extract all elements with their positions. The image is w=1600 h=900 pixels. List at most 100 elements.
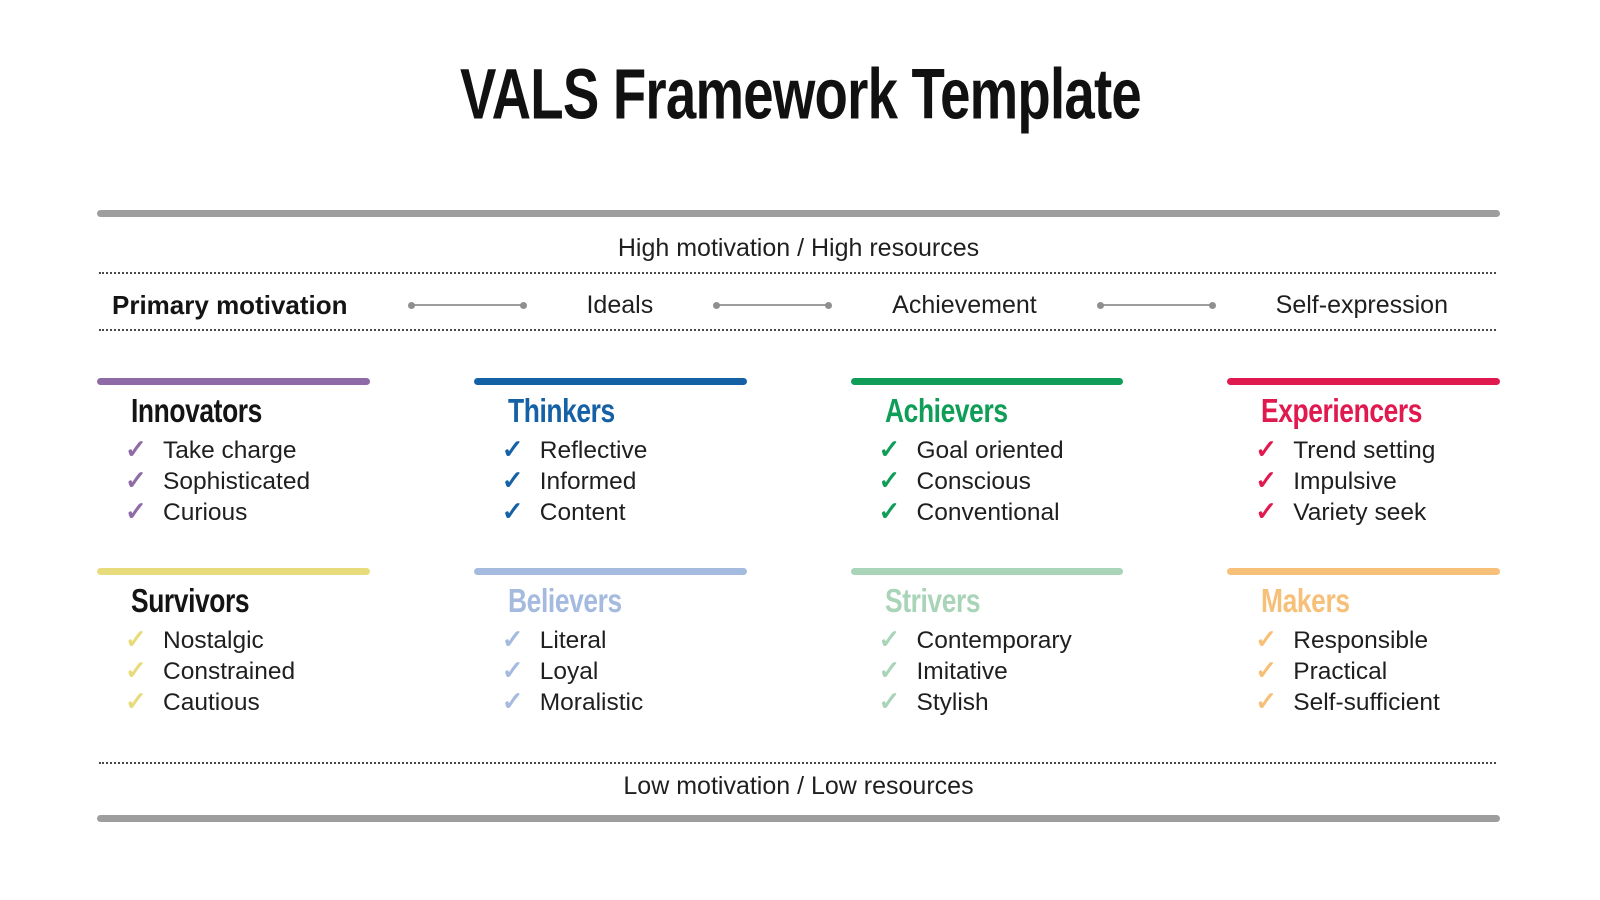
trait-item: ✓ Imitative <box>879 655 1124 686</box>
trait-list: ✓ Trend setting ✓ Impulsive ✓ Variety seek <box>1255 434 1500 527</box>
check-icon: ✓ <box>125 623 147 654</box>
primary-motivation-row: Primary motivation Ideals Achievement Se… <box>97 288 1500 322</box>
trait-item: ✓ Sophisticated <box>125 465 370 496</box>
trait-label: Sophisticated <box>163 467 311 495</box>
trait-label: Practical <box>1293 657 1388 685</box>
trait-label: Literal <box>539 626 607 654</box>
trait-label: Contemporary <box>916 626 1072 654</box>
segment-title: Believers <box>507 582 622 619</box>
trait-list: ✓Goal oriented ✓ Conscious ✓Conventional <box>879 434 1124 527</box>
segment-card-makers: Makers ✓Responsible ✓ Practical ✓ Self-suf… <box>1227 568 1500 758</box>
top-rule <box>97 210 1500 217</box>
segment-accent-bar <box>1227 378 1500 385</box>
check-icon: ✓ <box>1255 433 1278 464</box>
check-icon: ✓ <box>125 654 147 685</box>
segment-title: Experiencers <box>1261 392 1423 429</box>
trait-list: ✓ Contemporary ✓ Imitative ✓ Stylish <box>879 624 1124 717</box>
trait-item: ✓Constrained <box>125 655 370 686</box>
trait-label: Variety seek <box>1293 498 1427 526</box>
trait-list: ✓ Literal ✓Loyal ✓ Moralistic <box>502 624 747 717</box>
trait-item: ✓ Contemporary <box>879 624 1124 655</box>
trait-label: Responsible <box>1293 626 1429 654</box>
segment-title: Thinkers <box>507 392 615 429</box>
trait-label: Impulsive <box>1293 467 1397 495</box>
trait-list: ✓ Take charge ✓ Sophisticated ✓ Curious <box>125 434 370 527</box>
check-icon: ✓ <box>878 654 901 685</box>
check-icon: ✓ <box>501 623 524 654</box>
trait-item: ✓ Trend setting <box>1255 434 1500 465</box>
trait-label: Moralistic <box>539 688 644 716</box>
trait-item: ✓ Moralistic <box>502 686 747 717</box>
dotted-divider-lower <box>99 762 1496 764</box>
trait-item: ✓Informed <box>502 465 747 496</box>
check-icon: ✓ <box>878 685 901 716</box>
trait-item: ✓ Practical <box>1255 655 1500 686</box>
connector-line <box>1096 301 1216 309</box>
trait-item: ✓ Reflective <box>502 434 747 465</box>
segment-accent-bar <box>97 378 370 385</box>
check-icon: ✓ <box>1255 685 1278 716</box>
check-icon: ✓ <box>125 464 147 495</box>
segment-card-experiencers: Experiencers ✓ Trend setting ✓ Impulsive ✓… <box>1227 378 1500 568</box>
segment-title: Survivors <box>131 582 250 619</box>
trait-list: ✓Nostalgic ✓Constrained ✓ Cautious <box>125 624 370 717</box>
trait-label: Curious <box>163 498 248 526</box>
trait-item: ✓Responsible <box>1255 624 1500 655</box>
trait-label: Cautious <box>163 688 260 716</box>
trait-label: Imitative <box>916 657 1008 685</box>
trait-item: ✓ Conscious <box>879 465 1124 496</box>
check-icon: ✓ <box>1255 654 1278 685</box>
connector-line <box>713 301 833 309</box>
segment-title: Achievers <box>884 392 1008 429</box>
segment-card-thinkers: Thinkers ✓ Reflective ✓Informed ✓Content <box>473 378 747 568</box>
trait-label: Self-sufficient <box>1293 688 1440 716</box>
trait-item: ✓ Self-sufficient <box>1255 686 1500 717</box>
segment-accent-bar <box>97 568 370 575</box>
segment-card-believers: Believers ✓ Literal ✓Loyal ✓ Moralistic <box>473 568 747 758</box>
page-title-wrap: VALS Framework Template <box>0 54 1600 134</box>
check-icon: ✓ <box>125 685 147 716</box>
trait-item: ✓Loyal <box>502 655 747 686</box>
trait-label: Conscious <box>916 467 1031 495</box>
check-icon: ✓ <box>878 464 901 495</box>
segment-accent-bar <box>850 568 1124 575</box>
check-icon: ✓ <box>501 654 524 685</box>
check-icon: ✓ <box>1255 495 1278 526</box>
axis-label-low: Low motivation / Low resources <box>623 772 974 800</box>
segment-card-strivers: Strivers ✓Contemporary ✓Imitative ✓Styli… <box>850 568 1124 758</box>
trait-list: ✓Responsible ✓ Practical ✓ Self-sufficient <box>1255 624 1500 717</box>
motivation-category-self-expression: Self-expression <box>1275 290 1448 319</box>
check-icon: ✓ <box>501 433 524 464</box>
trait-label: Trend setting <box>1293 436 1436 464</box>
check-icon: ✓ <box>501 464 524 495</box>
check-icon: ✓ <box>125 433 147 464</box>
trait-label: Reflective <box>539 436 648 464</box>
trait-label: Stylish <box>916 688 989 716</box>
trait-item: ✓ Literal <box>502 624 747 655</box>
trait-item: ✓Content <box>502 496 747 527</box>
bottom-rule <box>97 815 1500 822</box>
trait-item: ✓ Stylish <box>879 686 1124 717</box>
trait-item: ✓Goal oriented <box>879 434 1124 465</box>
segment-title: Makers <box>1261 582 1350 619</box>
trait-item: ✓ Curious <box>125 496 370 527</box>
trait-item: ✓Conventional <box>879 496 1124 527</box>
trait-item: ✓ Cautious <box>125 686 370 717</box>
check-icon: ✓ <box>1255 464 1278 495</box>
trait-item: ✓Nostalgic <box>125 624 370 655</box>
segment-card-achievers: Achievers ✓Goal oriented ✓ Conscious ✓Con… <box>850 378 1124 568</box>
check-icon: ✓ <box>878 623 901 654</box>
check-icon: ✓ <box>125 495 147 526</box>
page-title: VALS Framework Template <box>459 54 1142 134</box>
trait-label: Goal oriented <box>916 436 1064 464</box>
framework-frame: High motivation / High resources Primary… <box>97 0 1500 900</box>
trait-list: ✓ Reflective ✓Informed ✓Content <box>502 434 747 527</box>
check-icon: ✓ <box>501 685 524 716</box>
axis-label-high: High motivation / High resources <box>617 234 980 262</box>
trait-item: ✓ Impulsive <box>1255 465 1500 496</box>
trait-item: ✓ Take charge <box>125 434 370 465</box>
primary-motivation-label: Primary motivation <box>112 289 348 320</box>
dotted-divider-upper <box>99 272 1496 274</box>
trait-label: Take charge <box>163 436 297 464</box>
segment-accent-bar <box>850 378 1124 385</box>
